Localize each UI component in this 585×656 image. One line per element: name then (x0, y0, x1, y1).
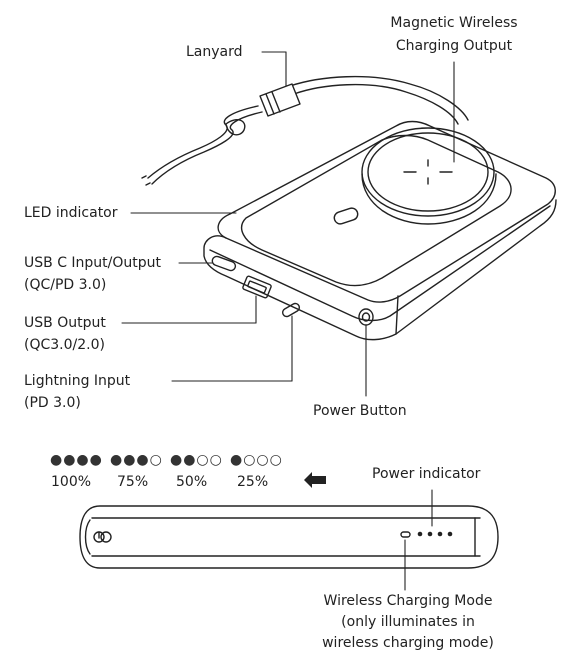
lanyard-label: Lanyard (186, 44, 243, 60)
magnetic-label-line2: Charging Output (395, 38, 513, 54)
level-percent-75: 75% (117, 474, 149, 490)
wireless-label-line1: Wireless Charging Mode (323, 593, 493, 609)
magnetic-charging-puck (361, 127, 497, 225)
wireless-mode-label: Wireless Charging Mode (only illuminates… (300, 592, 516, 652)
magnetic-wireless-label: Magnetic Wireless Charging Output (368, 14, 540, 55)
level-dots-25: ●○○○ (230, 452, 283, 468)
level-dots-75: ●●●○ (110, 452, 163, 468)
wireless-label-line2: (only illuminates in (341, 614, 475, 630)
power-bank-perspective (203, 120, 557, 341)
usbc-label-line1: USB C Input/Output (24, 255, 162, 271)
lanyard-clip (259, 83, 301, 117)
lightning-label: Lightning Input (PD 3.0) (24, 372, 130, 412)
wireless-label-line3: wireless charging mode) (322, 635, 494, 651)
power-icon (93, 531, 112, 543)
usb-output-label-line1: USB Output (24, 315, 106, 331)
led-indicator-label: LED indicator (24, 205, 118, 221)
lightning-port (281, 302, 301, 318)
lanyard-cord (141, 75, 469, 186)
wireless-mode-led (400, 531, 411, 538)
power-button-label: Power Button (313, 403, 407, 419)
level-dots-100: ●●●● (50, 452, 103, 468)
usb-output-label-line2: (QC3.0/2.0) (24, 337, 105, 353)
led-pill (333, 207, 359, 225)
leader-lines (121, 51, 455, 397)
level-percent-100: 100% (51, 474, 92, 490)
power-bank-side-view (79, 489, 499, 591)
level-percent-50: 50% (176, 474, 208, 490)
power-button-knob (358, 308, 374, 326)
usbc-label-line2: (QC/PD 3.0) (24, 277, 107, 293)
lightning-label-line2: (PD 3.0) (24, 395, 81, 411)
power-indicator-label: Power indicator (372, 466, 481, 482)
usb-a-port (242, 275, 272, 299)
magnetic-label-line1: Magnetic Wireless (390, 15, 518, 31)
usbc-port (211, 255, 237, 272)
level-dots-50: ●●○○ (170, 452, 223, 468)
level-percent-25: 25% (237, 474, 269, 490)
usb-output-label: USB Output (QC3.0/2.0) (24, 314, 106, 354)
usbc-label: USB C Input/Output (QC/PD 3.0) (24, 254, 161, 294)
lightning-label-line1: Lightning Input (24, 373, 131, 389)
left-arrow-icon (304, 472, 326, 488)
power-indicator-leds (417, 531, 453, 537)
